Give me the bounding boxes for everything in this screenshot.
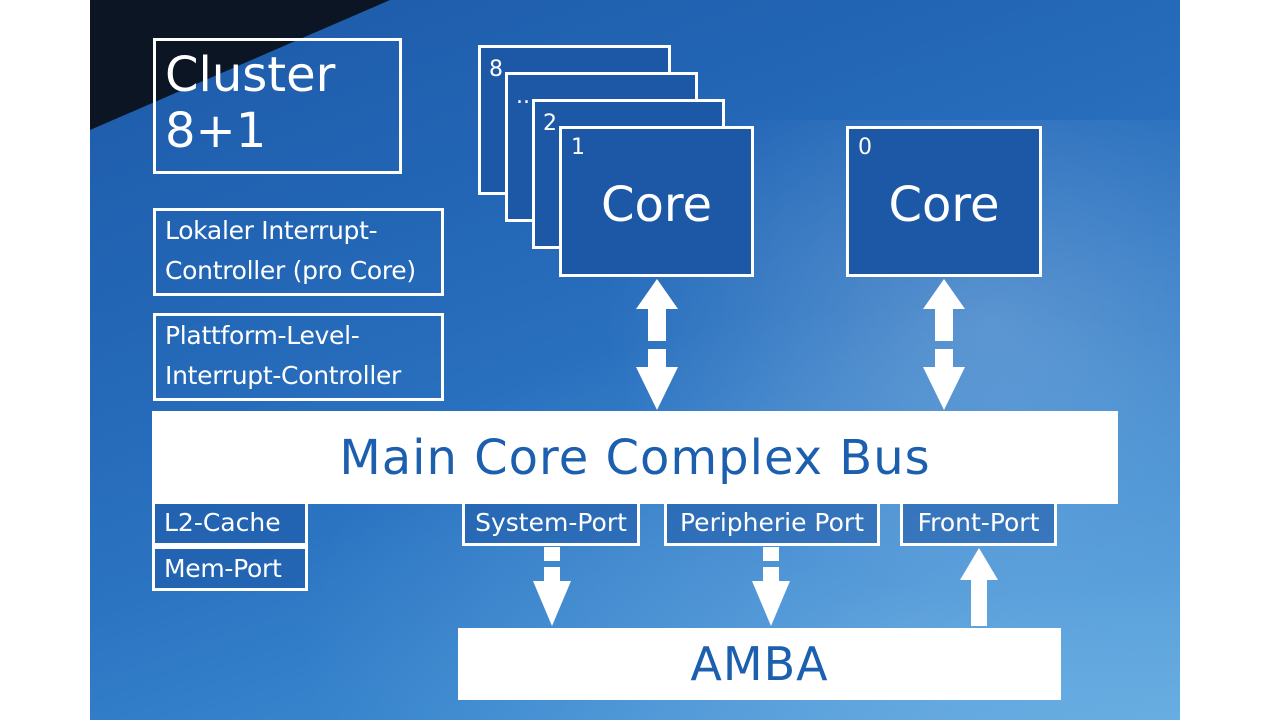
- mem-port-box: Mem-Port: [152, 546, 308, 591]
- core-1-number: 1: [571, 135, 585, 160]
- core-card-8-number: 8: [489, 57, 503, 82]
- l2-cache-label: L2-Cache: [164, 508, 281, 537]
- core-0-number: 0: [858, 135, 872, 160]
- core-0-title: Core: [888, 177, 1000, 233]
- mem-port-label: Mem-Port: [164, 554, 282, 583]
- cluster-title-box: Cluster 8+1: [153, 38, 402, 174]
- peripherie-port-down-arrow: [752, 547, 790, 626]
- cluster-title-line2: 8+1: [165, 103, 267, 159]
- system-port: System-Port: [462, 504, 640, 546]
- front-port-up-arrow: [960, 548, 998, 626]
- platform-interrupt-controller-box: Plattform-Level- Interrupt-Controller: [153, 313, 444, 401]
- system-port-down-arrow: [533, 547, 571, 626]
- core-card-2-number: 2: [543, 111, 557, 136]
- core-card-ellipsis-label: ..: [516, 84, 530, 109]
- core1-bus-double-arrow: [636, 279, 678, 410]
- plic-line1: Plattform-Level-: [165, 321, 360, 350]
- system-port-label: System-Port: [475, 508, 627, 537]
- front-port: Front-Port: [900, 504, 1057, 546]
- core-1-box: 1 Core: [559, 126, 754, 277]
- core-0-box: 0 Core: [846, 126, 1042, 277]
- plic-line2: Interrupt-Controller: [165, 361, 402, 390]
- bus-label: Main Core Complex Bus: [339, 429, 931, 486]
- core0-bus-double-arrow: [923, 279, 965, 410]
- peripherie-port-label: Peripherie Port: [680, 508, 864, 537]
- core-1-title: Core: [600, 177, 713, 233]
- connection-arrows: [533, 279, 998, 626]
- front-port-label: Front-Port: [917, 508, 1040, 537]
- diagram-canvas: Cluster 8+1 Lokaler Interrupt- Controlle…: [90, 0, 1180, 720]
- cluster-title-line1: Cluster: [165, 47, 336, 103]
- lic-line2: Controller (pro Core): [165, 256, 416, 285]
- lic-line1: Lokaler Interrupt-: [165, 216, 378, 245]
- amba-label: AMBA: [690, 637, 829, 691]
- main-core-complex-bus: Main Core Complex Bus: [152, 411, 1118, 504]
- local-interrupt-controller-box: Lokaler Interrupt- Controller (pro Core): [153, 208, 444, 296]
- amba-bus: AMBA: [458, 628, 1061, 700]
- peripherie-port: Peripherie Port: [664, 504, 880, 546]
- l2-cache-port: L2-Cache: [152, 504, 308, 546]
